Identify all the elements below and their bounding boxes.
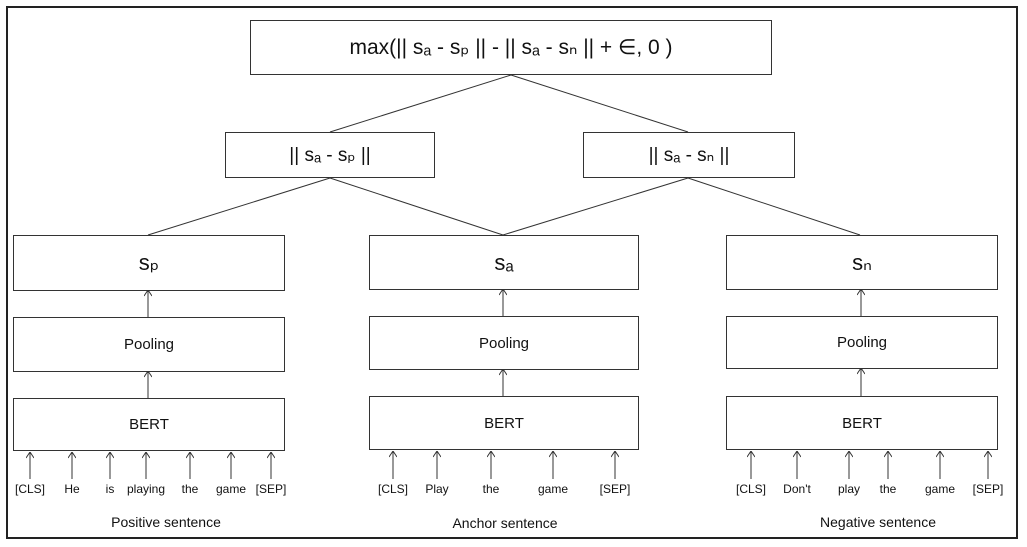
token-0-2: is <box>105 482 115 496</box>
anchor-bert-box: BERT <box>369 396 639 450</box>
token-2-5: [SEP] <box>972 482 1004 496</box>
positive-embedding-box: sₚ <box>13 235 285 291</box>
token-2-1: Don't <box>783 482 811 496</box>
anchor-bert-label: BERT <box>484 414 524 432</box>
negative-embedding-label: sₙ <box>852 249 872 275</box>
anchor-pooling-box: Pooling <box>369 316 639 370</box>
anchor-pooling-label: Pooling <box>478 334 530 352</box>
anchor-embedding-box: sₐ <box>369 235 639 290</box>
token-arrows <box>30 452 988 479</box>
token-1-0: [CLS] <box>377 482 409 496</box>
edge-posdist-to-sa <box>329 177 504 236</box>
token-0-6: [SEP] <box>255 482 287 496</box>
anchor-embedding-label: sₐ <box>494 249 514 275</box>
positive-distance-box: || sₐ - sₚ || <box>225 132 435 178</box>
positive-embedding-label: sₚ <box>138 250 160 275</box>
negative-pooling-box: Pooling <box>726 316 998 369</box>
token-1-3: game <box>537 482 569 496</box>
token-1-2: the <box>482 482 500 496</box>
negative-pooling-label: Pooling <box>836 334 888 351</box>
token-2-3: the <box>879 482 897 496</box>
token-1-4: [SEP] <box>599 482 631 496</box>
token-2-4: game <box>924 482 956 496</box>
edge-top-to-neg-dist <box>510 74 689 133</box>
diagram-frame <box>6 6 1018 539</box>
token-2-0: [CLS] <box>735 482 767 496</box>
positive-pooling-label: Pooling <box>123 336 175 353</box>
edge-posdist-to-sp <box>147 177 331 236</box>
positive-pooling-box: Pooling <box>13 317 285 372</box>
token-0-1: He <box>64 482 80 496</box>
negative-distance-box: || sₐ - sₙ || <box>583 132 795 178</box>
token-0-4: the <box>181 482 199 496</box>
token-0-3: playing <box>126 482 166 496</box>
negative-caption: Negative sentence <box>820 514 936 530</box>
positive-bert-label: BERT <box>129 416 169 433</box>
anchor-caption: Anchor sentence <box>452 515 558 531</box>
token-0-0: [CLS] <box>14 482 46 496</box>
edge-negdist-to-sa <box>502 177 689 236</box>
positive-bert-box: BERT <box>13 398 285 451</box>
negative-bert-label: BERT <box>842 414 882 432</box>
negative-embedding-box: sₙ <box>726 235 998 290</box>
loss-formula-box: max(|| sₐ - sₚ || - || sₐ - sₙ || + ∈, 0… <box>250 20 772 75</box>
edge-top-to-pos-dist <box>329 74 512 133</box>
negative-distance-label: || sₐ - sₙ || <box>648 144 730 166</box>
negative-bert-box: BERT <box>726 396 998 450</box>
token-1-1: Play <box>425 482 449 496</box>
edge-negdist-to-sn <box>687 177 861 236</box>
positive-distance-label: || sₐ - sₚ || <box>289 144 371 166</box>
loss-formula: max(|| sₐ - sₚ || - || sₐ - sₙ || + ∈, 0… <box>349 36 673 59</box>
positive-caption: Positive sentence <box>111 514 221 530</box>
token-0-5: game <box>215 482 247 496</box>
token-2-2: play <box>837 482 861 496</box>
